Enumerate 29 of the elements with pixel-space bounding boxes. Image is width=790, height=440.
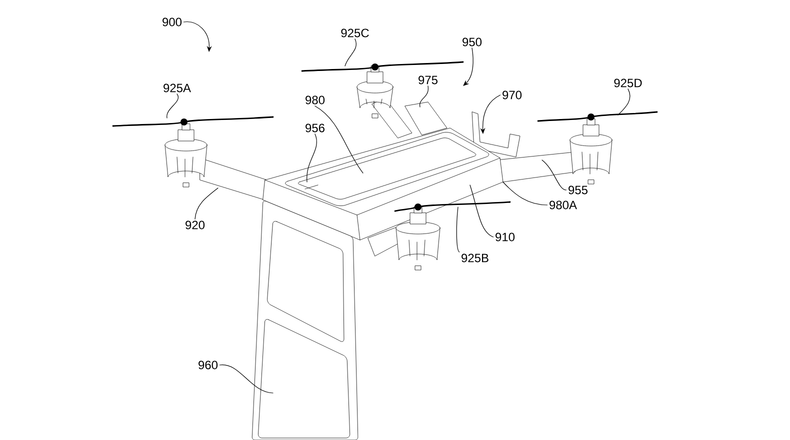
callout-number: 956 (306, 124, 324, 132)
leader-line (306, 134, 317, 182)
leader-line (502, 182, 548, 206)
leader-line (470, 184, 494, 238)
callout-number: 925D (614, 78, 642, 88)
callout-number: 980A (550, 200, 577, 210)
callout-number: 900 (162, 18, 182, 26)
leader-arrow (463, 48, 474, 86)
callout-number: 925B (462, 254, 488, 262)
leader-line (194, 188, 218, 220)
leader-line (314, 106, 364, 174)
callout-number: 925C (341, 28, 369, 38)
callout-number: 925A (164, 84, 191, 92)
leader-arrow (183, 22, 212, 52)
callout-number: 920 (186, 220, 205, 230)
callout-number: 950 (462, 38, 482, 46)
leader-line (456, 206, 460, 252)
leader-line (419, 86, 429, 108)
callout-number: 910 (496, 232, 515, 242)
leader-line (166, 94, 178, 118)
leader-line (344, 38, 356, 66)
callout-number: 960 (198, 360, 218, 370)
leader-line (219, 364, 274, 394)
leader-line (618, 88, 630, 116)
callout-number: 980 (306, 96, 325, 104)
callout-number: 955 (568, 186, 588, 194)
callout-number: 975 (418, 76, 438, 84)
callout-number: 970 (502, 90, 522, 100)
leader-line (542, 160, 567, 190)
